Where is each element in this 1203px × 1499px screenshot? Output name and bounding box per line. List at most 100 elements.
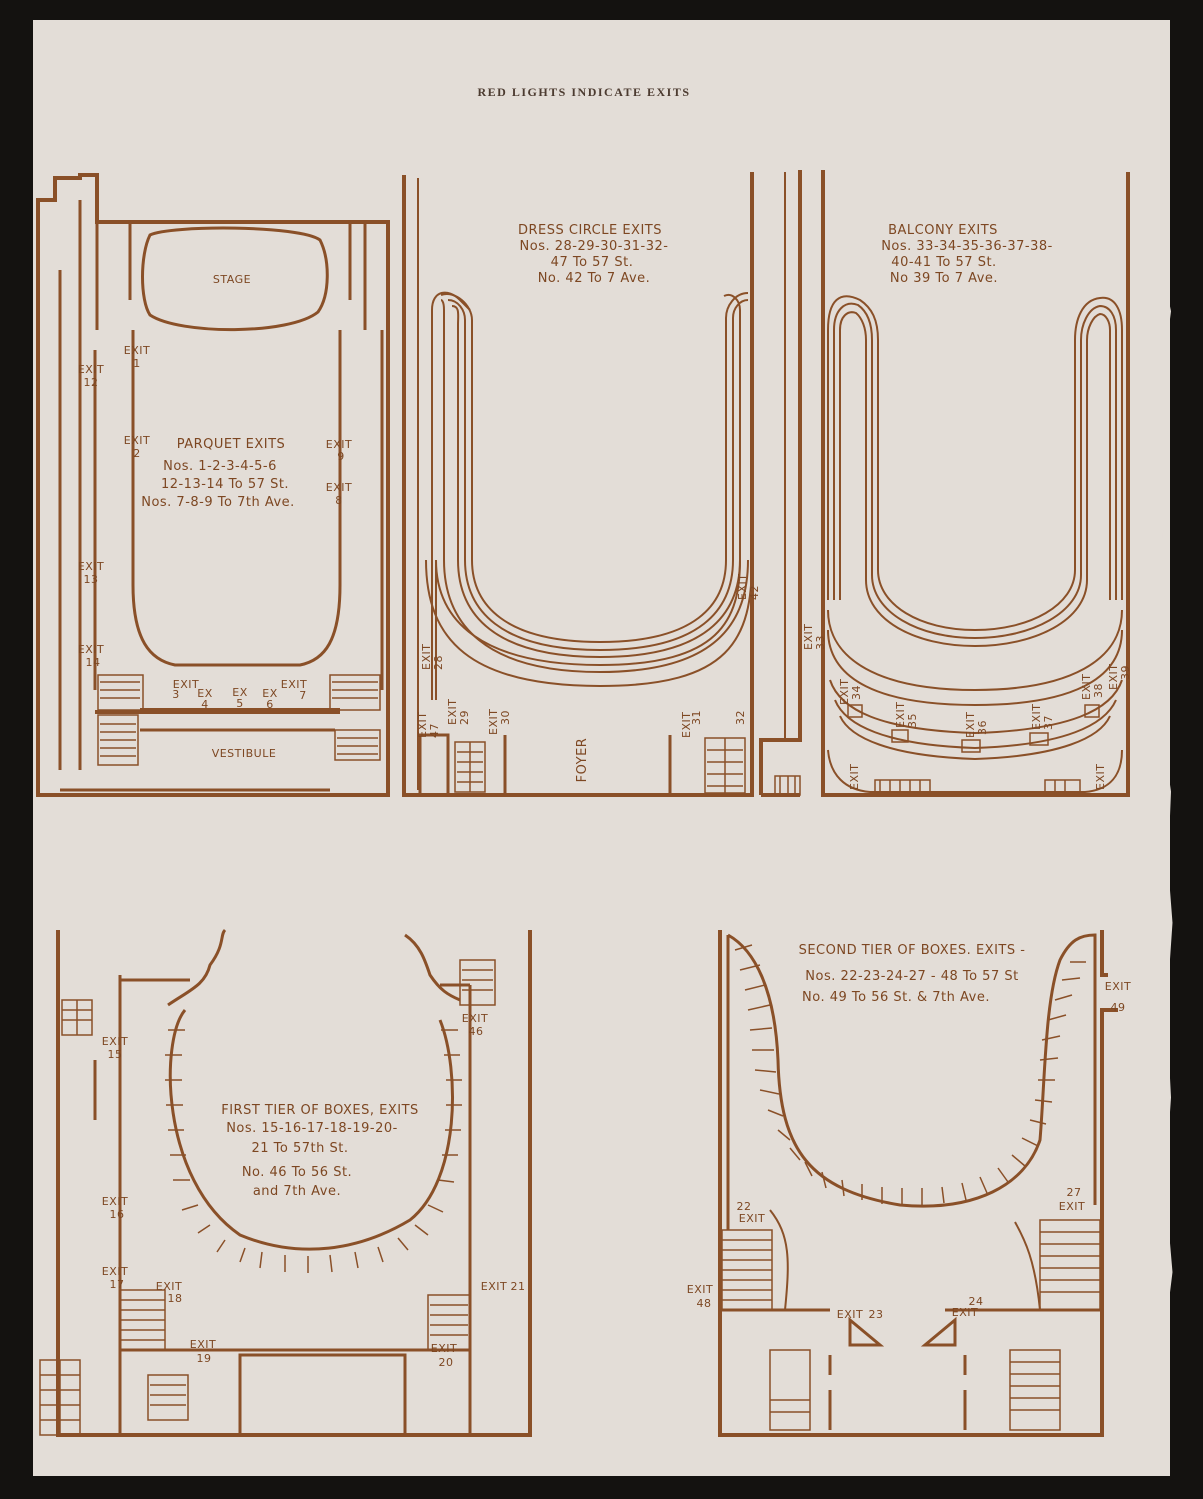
svg-text:EXIT: EXIT: [894, 702, 907, 728]
svg-text:EXIT: EXIT: [1094, 764, 1107, 790]
svg-text:EXIT: EXIT: [326, 438, 352, 451]
svg-text:14: 14: [86, 656, 101, 669]
svg-text:9: 9: [337, 450, 345, 463]
second-tier-line-2: No. 49 To 56 St. & 7th Ave.: [802, 990, 990, 1005]
svg-text:EXIT: EXIT: [1105, 980, 1131, 993]
svg-text:EXIT: EXIT: [739, 1212, 765, 1225]
svg-text:EXIT: EXIT: [952, 1306, 978, 1319]
svg-text:4: 4: [201, 698, 209, 711]
svg-text:8: 8: [335, 494, 343, 507]
first-tier-line-1: Nos. 15-16-17-18-19-20-: [226, 1121, 398, 1136]
svg-text:EXIT: EXIT: [462, 1012, 488, 1025]
svg-text:18: 18: [168, 1292, 183, 1305]
svg-text:24: 24: [969, 1295, 984, 1308]
svg-text:23: 23: [869, 1308, 884, 1321]
svg-text:EXIT: EXIT: [837, 1308, 863, 1321]
svg-text:7: 7: [299, 689, 307, 702]
svg-text:EXIT: EXIT: [78, 643, 104, 656]
svg-text:15: 15: [108, 1048, 123, 1061]
svg-text:EXIT: EXIT: [102, 1265, 128, 1278]
balcony-exit-labels: EXIT 33 EXIT 34 EXIT 35 EXIT 36 EXIT 37 …: [802, 624, 1132, 790]
dress-circle-title: DRESS CIRCLE EXITS: [518, 223, 662, 238]
svg-text:EXIT: EXIT: [736, 574, 749, 600]
svg-text:35: 35: [906, 713, 919, 728]
svg-text:27: 27: [1067, 1186, 1082, 1199]
svg-text:EX: EX: [197, 687, 213, 700]
svg-text:2: 2: [133, 447, 141, 460]
svg-text:1: 1: [133, 357, 141, 370]
first-tier-plan: FIRST TIER OF BOXES, EXITS Nos. 15-16-17…: [39, 928, 532, 1437]
svg-text:EXIT: EXIT: [78, 560, 104, 573]
svg-text:5: 5: [236, 697, 244, 710]
parquet-title: PARQUET EXITS: [177, 437, 286, 452]
svg-text:37: 37: [1042, 715, 1055, 730]
balcony-plan: BALCONY EXITS Nos. 33-34-35-36-37-38- 40…: [759, 170, 1132, 797]
svg-text:30: 30: [499, 710, 512, 725]
parquet-line-1: Nos. 1-2-3-4-5-6: [163, 459, 277, 474]
second-tier-line-1: Nos. 22-23-24-27 - 48 To 57 St: [805, 969, 1018, 984]
svg-text:EXIT: EXIT: [481, 1280, 507, 1293]
svg-text:47: 47: [428, 723, 441, 738]
parquet-plan: STAGE VESTIBULE PARQUET EXITS Nos. 1-2-3…: [36, 173, 390, 797]
svg-text:36: 36: [976, 720, 989, 735]
foyer-label: FOYER: [575, 738, 590, 783]
svg-text:EX: EX: [232, 686, 248, 699]
dress-circle-line-1: Nos. 28-29-30-31-32-: [520, 239, 669, 254]
svg-text:EXIT: EXIT: [1030, 704, 1043, 730]
svg-text:EXIT: EXIT: [124, 434, 150, 447]
svg-text:EXIT: EXIT: [156, 1280, 182, 1293]
svg-text:EXIT: EXIT: [446, 699, 459, 725]
svg-text:34: 34: [850, 685, 863, 700]
svg-text:EXIT: EXIT: [124, 344, 150, 357]
svg-text:39: 39: [1119, 665, 1132, 680]
svg-text:29: 29: [458, 710, 471, 725]
svg-text:EXIT: EXIT: [802, 624, 815, 650]
dress-circle-plan: DRESS CIRCLE EXITS Nos. 28-29-30-31-32- …: [402, 172, 761, 797]
svg-text:49: 49: [1111, 1001, 1126, 1014]
svg-text:21: 21: [511, 1280, 526, 1293]
svg-text:42: 42: [748, 585, 761, 600]
dress-circle-line-2: 47 To 57 St.: [551, 255, 634, 270]
vestibule-label: VESTIBULE: [212, 747, 277, 760]
svg-text:EXIT: EXIT: [420, 644, 433, 670]
svg-text:EXIT: EXIT: [964, 712, 977, 738]
balcony-title: BALCONY EXITS: [888, 223, 998, 238]
svg-text:EXIT: EXIT: [838, 679, 851, 705]
svg-text:46: 46: [469, 1025, 484, 1038]
svg-text:EXIT: EXIT: [1107, 664, 1120, 690]
second-tier-boxes: [734, 944, 1086, 1205]
first-tier-exit-labels: EXIT 15 EXIT 16 EXIT 17 EXIT 18 EXIT 19 …: [102, 1012, 526, 1369]
page-header: RED LIGHTS INDICATE EXITS: [478, 85, 691, 99]
svg-text:16: 16: [110, 1208, 125, 1221]
svg-text:EX: EX: [262, 687, 278, 700]
parquet-auditorium: [131, 330, 342, 667]
svg-text:EXIT: EXIT: [1080, 674, 1093, 700]
first-tier-title: FIRST TIER OF BOXES, EXITS: [221, 1103, 419, 1118]
svg-text:EXIT: EXIT: [326, 481, 352, 494]
svg-text:EXIT: EXIT: [416, 712, 429, 738]
svg-text:28: 28: [432, 655, 445, 670]
svg-text:31: 31: [690, 710, 703, 725]
second-tier-plan: SECOND TIER OF BOXES. EXITS - Nos. 22-23…: [687, 930, 1131, 1437]
svg-text:EXIT: EXIT: [431, 1342, 457, 1355]
svg-text:EXIT: EXIT: [102, 1195, 128, 1208]
svg-text:19: 19: [197, 1352, 212, 1365]
svg-text:EXIT: EXIT: [848, 764, 861, 790]
svg-text:EXIT: EXIT: [1059, 1200, 1085, 1213]
svg-text:EXIT: EXIT: [173, 678, 199, 691]
balcony-line-3: No 39 To 7 Ave.: [890, 271, 998, 286]
svg-text:17: 17: [110, 1278, 125, 1291]
dress-circle-line-3: No. 42 To 7 Ave.: [538, 271, 651, 286]
parquet-line-3: Nos. 7-8-9 To 7th Ave.: [141, 495, 295, 510]
svg-text:48: 48: [697, 1297, 712, 1310]
second-tier-exit-labels: 22 EXIT EXIT 23 24 EXIT 27 EXIT EXIT 48 …: [687, 980, 1131, 1321]
balcony-line-1: Nos. 33-34-35-36-37-38-: [881, 239, 1053, 254]
svg-text:EXIT: EXIT: [487, 709, 500, 735]
dress-circle-tiers: [425, 291, 753, 700]
stage-label: STAGE: [213, 273, 251, 286]
svg-text:3: 3: [172, 688, 180, 701]
svg-text:32: 32: [734, 710, 747, 725]
svg-text:33: 33: [814, 635, 827, 650]
parquet-exit-labels: EXIT 1 EXIT 2 EXIT 3 EX 4 EX 5 EX 6 EXIT…: [78, 344, 352, 711]
